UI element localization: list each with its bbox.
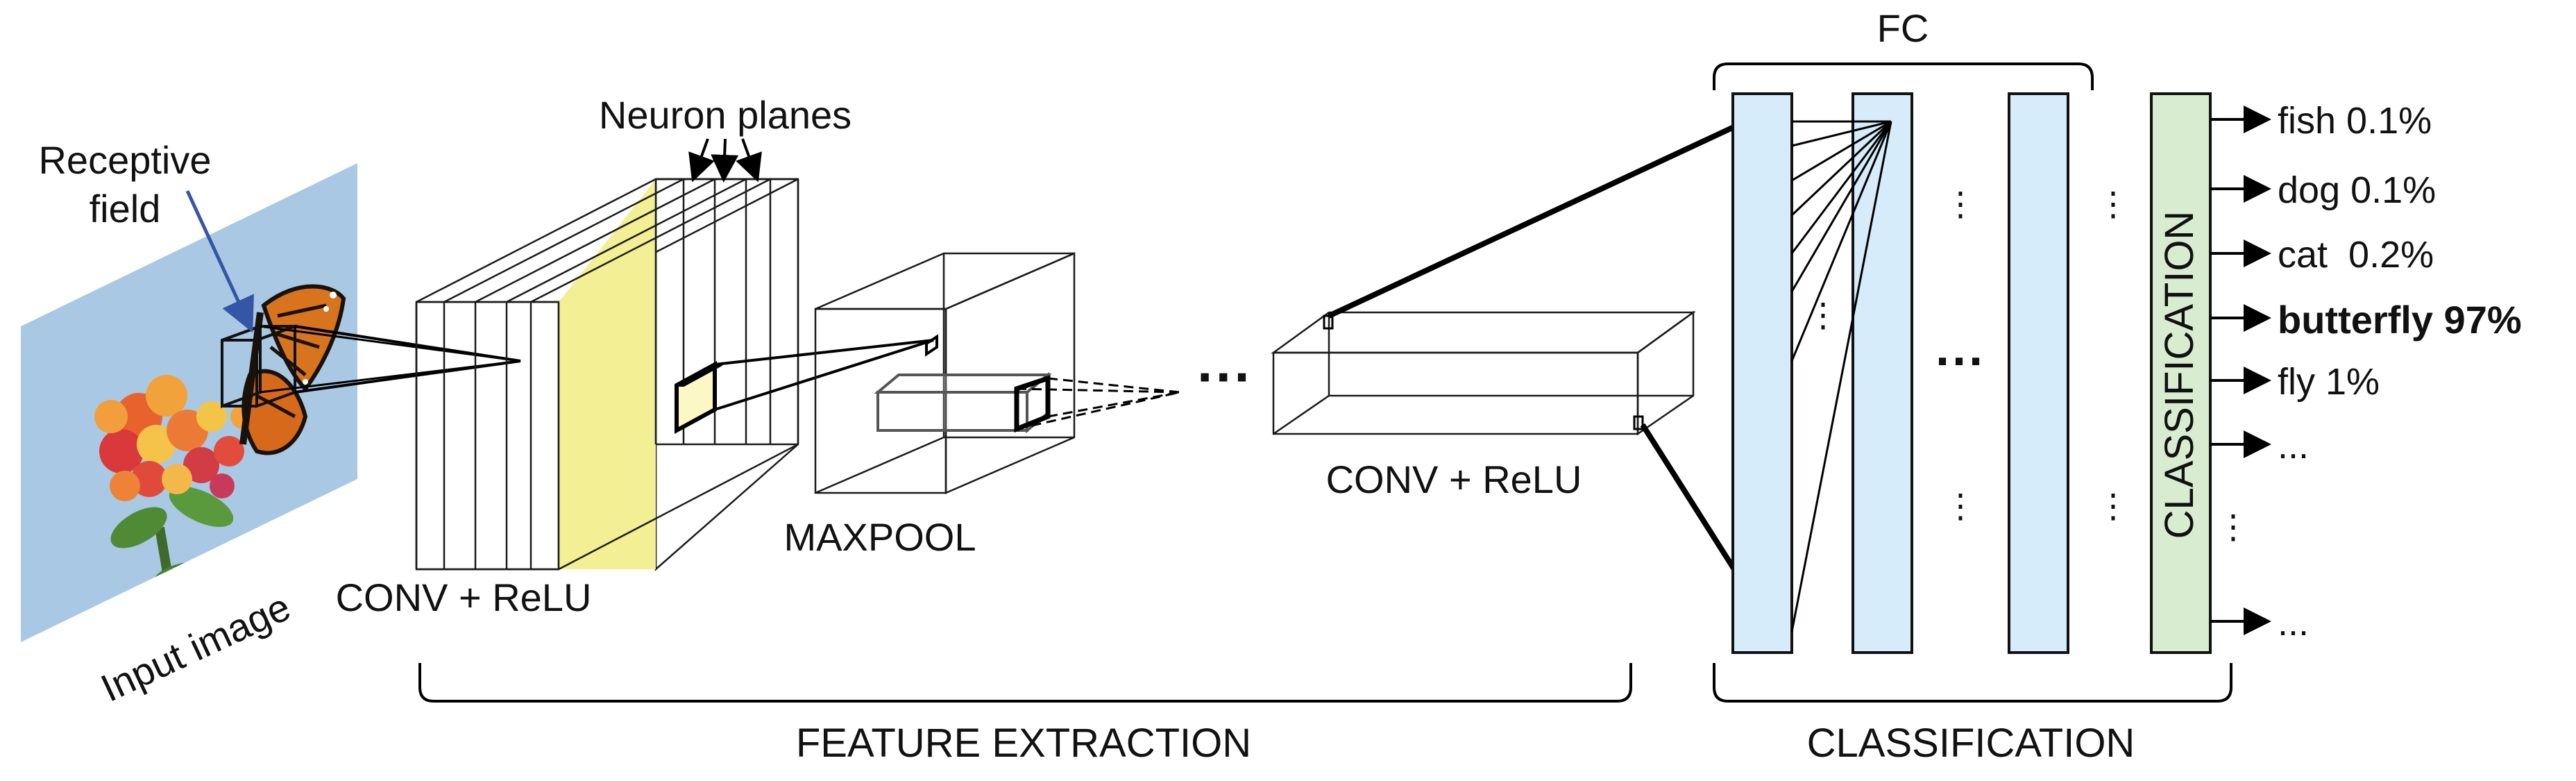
- pool-projection-line-2: [714, 339, 934, 411]
- fc-vdots-3: ⋮: [1944, 488, 1977, 525]
- fc-layers: ⋮ ⋮ ⋮ ··· ⋮ ⋮ ⋮: [1731, 92, 2250, 654]
- fc-column-2: [1852, 92, 1913, 654]
- fc-vdots-4: ⋮: [2096, 186, 2130, 223]
- fc-vdots-6: ⋮: [2217, 509, 2250, 546]
- fc-column-3: [2008, 92, 2069, 654]
- fc-label: FC: [1877, 6, 1929, 50]
- conv-block-1: [415, 178, 799, 571]
- output-more-1: ...: [2278, 425, 2309, 467]
- output-fly: fly 1%: [2278, 361, 2380, 403]
- maxpool-label: MAXPOOL: [784, 515, 976, 559]
- fc-fan-lines: [1790, 120, 1892, 632]
- conv-block-2: [1271, 310, 1696, 436]
- maxpool-dashed-lines: [1016, 377, 1180, 430]
- neuron-plane-arrow-2: [711, 138, 739, 183]
- fc-bracket: [1713, 62, 2094, 90]
- output-fish: fish 0.1%: [2278, 100, 2432, 142]
- fc-vdots-2: ⋮: [1944, 186, 1977, 223]
- input-image-label: Input image: [94, 585, 297, 710]
- neuron-planes-label: Neuron planes: [599, 93, 851, 137]
- classification-column: [2150, 92, 2212, 654]
- output-dog: dog 0.1%: [2278, 169, 2436, 211]
- output-butterfly: butterfly 97%: [2278, 298, 2522, 342]
- fc-ellipsis: ···: [1935, 334, 1985, 389]
- input-image: Input image: [21, 163, 357, 710]
- classification-bracket: [1713, 663, 2232, 703]
- receptive-field-label-line1: Receptive: [38, 138, 211, 182]
- output-list: fish 0.1% dog 0.1% cat 0.2% butterfly 97…: [2210, 100, 2522, 644]
- fc-column-1: [1731, 92, 1793, 654]
- conv-relu-1-label: CONV + ReLU: [336, 576, 592, 619]
- classification-vertical-label: CLASSIFICATION: [2157, 211, 2202, 539]
- maxpool-block: [814, 252, 1076, 494]
- conv-relu-2-label: CONV + ReLU: [1326, 457, 1582, 501]
- feature-extraction-bracket: [418, 663, 1632, 703]
- feature-extraction-label: FEATURE EXTRACTION: [796, 721, 1251, 766]
- fc-vdots-1: ⋮: [1806, 297, 1840, 334]
- output-more-2: ...: [2278, 602, 2309, 644]
- fc-connection-top: [1328, 112, 1762, 319]
- receptive-projection-lines: [260, 325, 521, 394]
- fc-vdots-5: ⋮: [2096, 488, 2130, 525]
- receptive-field-label-line2: field: [90, 187, 161, 230]
- classification-bottom-label: CLASSIFICATION: [1807, 721, 2135, 766]
- neuron-plane-arrow-1: [688, 138, 715, 183]
- layers-ellipsis: ···: [1197, 346, 1253, 408]
- receptive-field-arrow: [185, 190, 254, 333]
- output-cat: cat 0.2%: [2278, 234, 2434, 276]
- neuron-plane-arrow-3: [736, 138, 762, 183]
- pool-projection-line-1: [714, 339, 934, 366]
- input-image-plane: [21, 163, 357, 642]
